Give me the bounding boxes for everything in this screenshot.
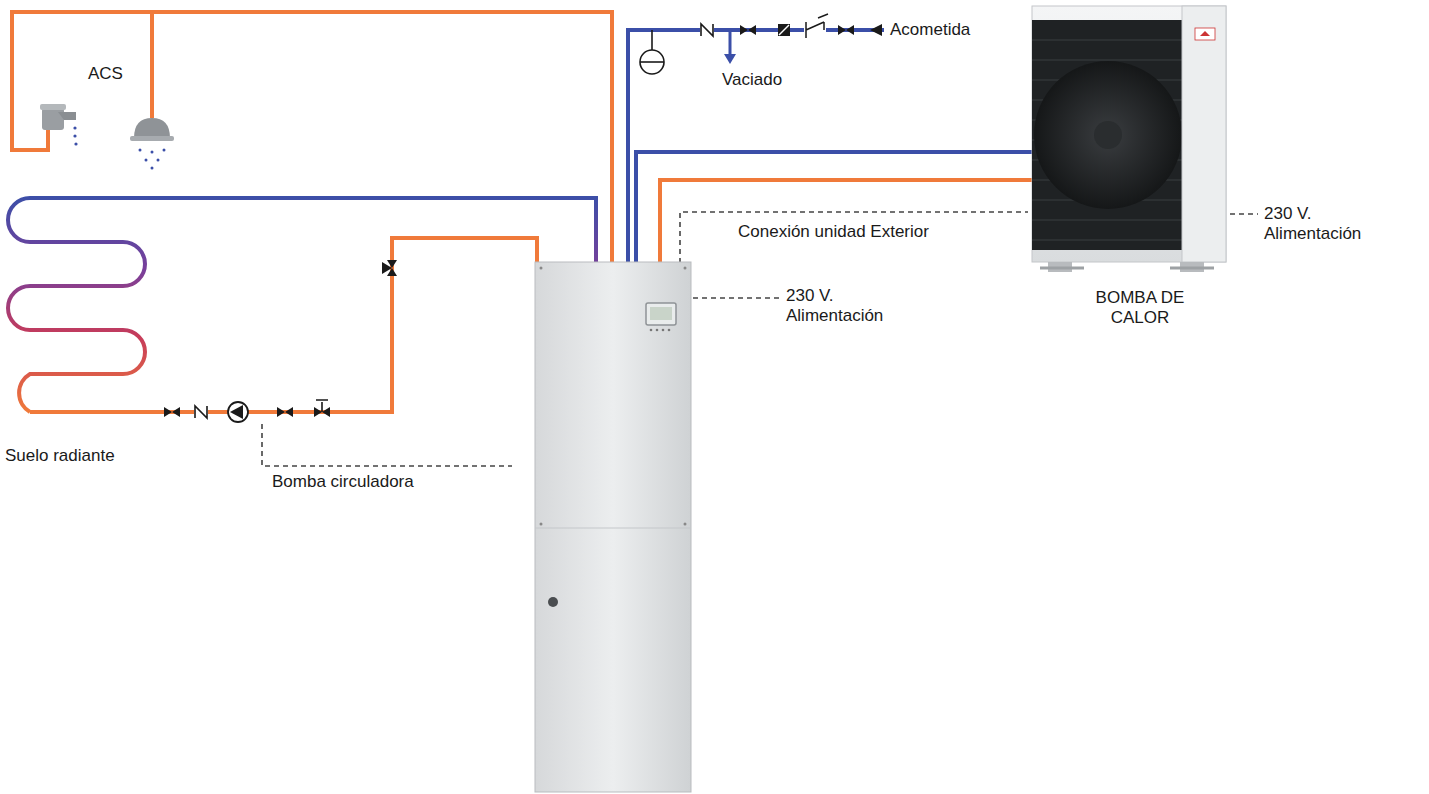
cable-label-holder: Conexión unidad Exterior	[738, 222, 929, 242]
pump-label: Bomba circuladora	[272, 472, 414, 492]
control-cable	[680, 212, 1028, 263]
floor-heating-supply	[30, 238, 537, 412]
floor-heating-coil	[8, 198, 596, 412]
pump-leader	[262, 424, 512, 466]
circuit-valves	[164, 260, 397, 422]
indoor-unit	[535, 262, 691, 792]
power-leader	[693, 297, 780, 299]
supply-label: Acometida	[890, 20, 970, 40]
circuit-label: Suelo radiante	[5, 446, 115, 466]
drain-label: Vaciado	[722, 70, 782, 90]
power-label-holder: 230 V. Alimentación	[786, 286, 898, 326]
heat-pump-unit	[1032, 6, 1226, 272]
drain-label-holder: Vaciado	[722, 70, 782, 90]
power-label: 230 V. Alimentación	[1264, 204, 1376, 244]
pump-label-holder: Bomba circuladora	[272, 472, 414, 492]
power-label: 230 V. Alimentación	[786, 286, 898, 326]
faucet-icon	[40, 104, 78, 146]
heat-pump-pipes	[636, 152, 1032, 263]
supply-label-holder: Acometida	[890, 20, 970, 40]
fixture-label-holder: ACS	[88, 64, 123, 84]
unit-label: BOMBA DE CALOR	[1088, 288, 1192, 328]
shower-icon	[130, 118, 174, 170]
power-leader	[1230, 213, 1258, 215]
circuit-label-holder: Suelo radiante	[5, 446, 115, 466]
dhw-pipe	[12, 12, 612, 263]
fixture-label: ACS	[88, 64, 123, 84]
power-label-holder: 230 V. Alimentación	[1264, 204, 1376, 244]
cable-label: Conexión unidad Exterior	[738, 222, 929, 242]
unit-label-holder: BOMBA DE CALOR	[1088, 288, 1192, 328]
